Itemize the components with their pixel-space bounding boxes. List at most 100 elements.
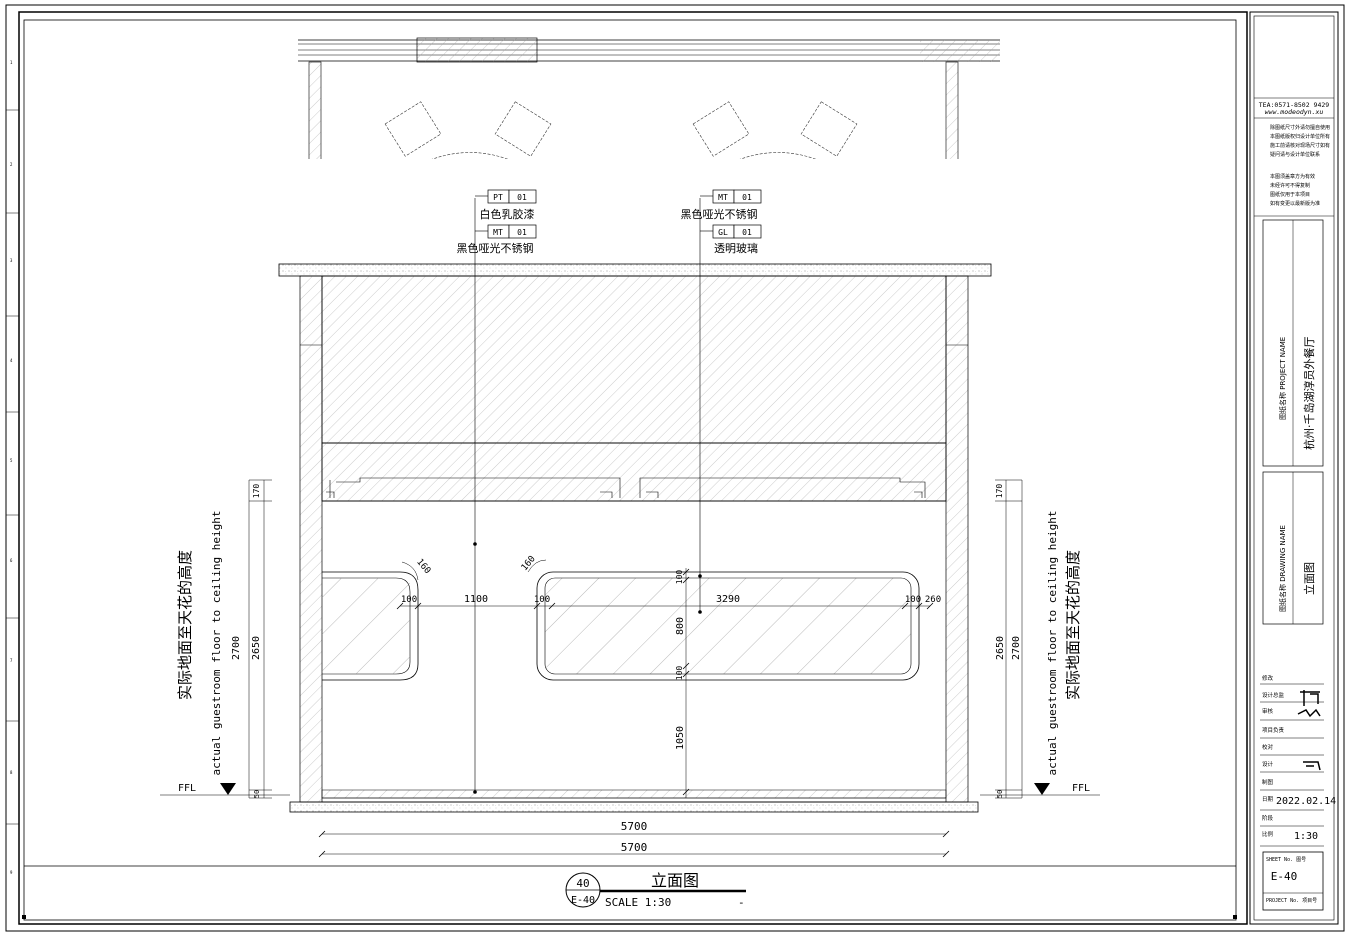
svg-text:如有变更以最新版为准: 如有变更以最新版为准 xyxy=(1270,200,1320,207)
dim-radius-160: 160 xyxy=(414,557,432,576)
material-code: MT xyxy=(493,228,503,237)
row-scale-value: 1:30 xyxy=(1294,831,1318,842)
sheet-frame: 1 2 3 4 5 6 7 8 9 xyxy=(5,4,1345,932)
dim-170: 170 xyxy=(995,484,1004,499)
view-number: 40 xyxy=(576,877,589,890)
title-block-rows xyxy=(1260,683,1324,847)
material-tag-right-2: GL 01 透明玻璃 xyxy=(700,224,762,255)
company-tel: TEA:0571-8502 9429 xyxy=(1259,101,1330,109)
svg-text:除图纸尺寸外请勿擅自使用: 除图纸尺寸外请勿擅自使用 xyxy=(1270,124,1330,131)
material-code: MT xyxy=(718,193,728,202)
material-code: GL xyxy=(718,228,728,237)
frame-mark: 9 xyxy=(10,870,13,875)
row-design: 设计 xyxy=(1262,760,1274,768)
material-number: 01 xyxy=(742,193,752,202)
sheet-no: E-40 xyxy=(1271,870,1298,883)
dim-100: 100 xyxy=(905,595,921,605)
dim-50: 50 xyxy=(996,790,1004,798)
frame-mark: 1 xyxy=(10,60,13,65)
view-scale-dash: - xyxy=(738,896,745,909)
row-revise: 修改 xyxy=(1262,674,1274,682)
row-project-lead: 项目负责 xyxy=(1262,726,1285,734)
row-stage-label: 阶段 xyxy=(1262,814,1274,822)
dim-100-vertical: 100 xyxy=(675,570,684,585)
material-desc: 黑色哑光不锈钢 xyxy=(457,241,534,255)
material-desc: 白色乳胶漆 xyxy=(480,207,535,221)
vertical-dimensions-center: 100 800 100 1050 xyxy=(675,568,690,798)
view-sheet: E-40 xyxy=(571,895,595,906)
dim-2650: 2650 xyxy=(251,636,262,660)
frame-mark: 8 xyxy=(10,770,13,775)
project-name: 杭州·千岛湖淳员外餐厅 xyxy=(1302,337,1316,451)
dim-5700: 5700 xyxy=(621,841,648,854)
frame-mark: 2 xyxy=(10,162,13,167)
dim-50: 50 xyxy=(253,790,261,798)
dim-100: 100 xyxy=(534,595,550,605)
title-block-notes: 除图纸尺寸外请勿擅自使用 本图纸版权归设计单位所有 施工前请核对现场尺寸如有 疑… xyxy=(1270,124,1330,207)
project-name-label: 图纸名称 PROJECT NAME xyxy=(1278,337,1287,420)
sheet-no-label: SHEET No. 图号 xyxy=(1266,857,1306,863)
view-title: 立面图 xyxy=(651,871,699,890)
height-note-en: actual guestroom floor to ceiling height xyxy=(210,511,223,776)
dim-170: 170 xyxy=(252,484,261,499)
height-note-en: actual guestroom floor to ceiling height xyxy=(1046,511,1059,776)
svg-text:未经许可不得复制: 未经许可不得复制 xyxy=(1270,182,1310,189)
material-number: 01 xyxy=(742,228,752,237)
dim-2700: 2700 xyxy=(231,636,242,660)
height-note-cn: 实际地面至天花的高度 xyxy=(176,550,194,700)
dim-3290: 3290 xyxy=(716,594,740,605)
project-no-label: PROJECT No. 项目号 xyxy=(1266,898,1317,904)
material-number: 01 xyxy=(517,193,527,202)
svg-text:本图须盖章方为有效: 本图须盖章方为有效 xyxy=(1270,173,1315,180)
svg-text:疑问请与设计单位联系: 疑问请与设计单位联系 xyxy=(1270,151,1320,158)
ffl-marker-left: FFL xyxy=(178,783,196,794)
ffl-marker-right: FFL xyxy=(1072,783,1090,794)
material-tag-left-1: PT 01 白色乳胶漆 xyxy=(475,189,537,221)
height-note-cn: 实际地面至天花的高度 xyxy=(1064,550,1082,700)
dim-100-vertical: 100 xyxy=(675,666,684,681)
frame-mark: 7 xyxy=(10,658,13,663)
glass-openings xyxy=(322,571,920,681)
dim-1050: 1050 xyxy=(675,726,686,750)
material-desc: 黑色哑光不锈钢 xyxy=(681,207,758,221)
drawing-name-label: 图纸名称 DRAWING NAME xyxy=(1278,525,1287,612)
frame-mark: 3 xyxy=(10,258,13,263)
dim-radius-160: 160 xyxy=(520,554,538,573)
dim-2650: 2650 xyxy=(995,636,1006,660)
plan-view-strip xyxy=(298,37,1000,161)
row-draft: 制图 xyxy=(1262,778,1274,786)
material-tag-left-2: MT 01 黑色哑光不锈钢 xyxy=(457,224,537,255)
company-web: www.modeodyn.xu xyxy=(1265,108,1324,116)
view-scale: SCALE 1:30 xyxy=(605,896,671,909)
dim-1100: 1100 xyxy=(464,594,488,605)
frame-mark: 6 xyxy=(10,558,13,563)
svg-text:图纸仅用于本项目: 图纸仅用于本项目 xyxy=(1270,191,1310,198)
right-height-dimensions: 170 2650 2700 50 actual guestroom floor … xyxy=(980,479,1100,799)
svg-text:本图纸版权归设计单位所有: 本图纸版权归设计单位所有 xyxy=(1270,133,1330,140)
material-code: PT xyxy=(493,193,503,202)
title-block: TEA:0571-8502 9429 www.modeodyn.xu 除图纸尺寸… xyxy=(1249,11,1339,925)
dim-800: 800 xyxy=(675,617,686,635)
overall-width-dimensions: 5700 5700 xyxy=(318,820,950,858)
dim-5700: 5700 xyxy=(621,820,648,833)
row-review: 审核 xyxy=(1262,707,1274,715)
frame-mark: 5 xyxy=(10,458,13,463)
material-tag-right-1: MT 01 黑色哑光不锈钢 xyxy=(681,189,762,221)
row-check: 校对 xyxy=(1262,743,1274,751)
material-leaders xyxy=(473,198,702,794)
material-desc: 透明玻璃 xyxy=(714,241,758,255)
material-number: 01 xyxy=(517,228,527,237)
left-height-dimensions: 170 2700 2650 50 实际地面至天花的高度 actual guest… xyxy=(160,479,290,799)
svg-text:施工前请核对现场尺寸如有: 施工前请核对现场尺寸如有 xyxy=(1270,142,1330,149)
dim-260: 260 xyxy=(925,595,941,605)
signature-marks xyxy=(1297,690,1321,771)
dim-2700: 2700 xyxy=(1011,636,1022,660)
drawing-name: 立面图 xyxy=(1302,562,1316,595)
dim-100: 100 xyxy=(401,595,417,605)
frame-mark: 4 xyxy=(10,358,13,363)
elevation-structure xyxy=(278,263,992,813)
row-date-value: 2022.02.14 xyxy=(1276,796,1336,807)
row-scale-label: 比例 xyxy=(1262,830,1274,838)
view-label: 40 E-40 立面图 SCALE 1:30 - xyxy=(565,871,746,909)
